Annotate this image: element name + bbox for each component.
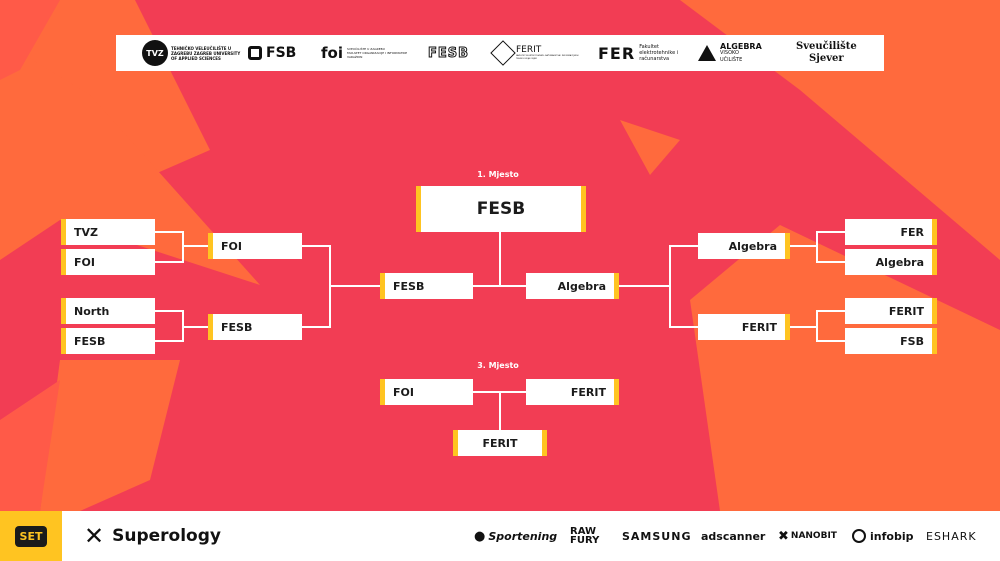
nanobit-logo: ✖ NANOBIT <box>778 511 837 561</box>
left-sf-team-1[interactable]: FOI <box>208 233 302 259</box>
ferit-subtitle: FAKULTET ELEKTROTEHNIKE, RAČUNARSTVA I I… <box>516 55 579 60</box>
fer-logo-mark: FER <box>598 43 636 63</box>
third-place-team-left[interactable]: FOI <box>380 379 473 405</box>
algebra-line-1: VISOKO <box>720 49 739 56</box>
algebra-line-2: UČILIŠTE <box>720 56 743 63</box>
fsb-logo-text: FSB <box>266 45 297 61</box>
foi-line-1: SVEUČILIŠTE U ZAGREBU <box>346 47 385 51</box>
left-qf-team-4[interactable]: FESB <box>61 328 155 354</box>
left-sf-team-2[interactable]: FESB <box>208 314 302 340</box>
fsb-logo: FSB <box>248 35 296 71</box>
right-qf-team-2[interactable]: Algebra <box>845 249 937 275</box>
third-place-label: 3. Mjesto <box>477 361 519 370</box>
sportening-icon: ● <box>474 528 486 544</box>
right-finalist[interactable]: Algebra <box>526 273 619 299</box>
sportening-logo: ● Sportening <box>474 511 557 561</box>
fesb-logo-text: FESB <box>427 45 470 61</box>
superology-icon: ✕ <box>84 522 105 550</box>
infobip-logo: infobip <box>852 511 913 561</box>
first-place-label: 1. Mjesto <box>477 170 519 179</box>
sjever-line-1: Sveučilište <box>796 41 857 52</box>
left-qf-team-3[interactable]: North <box>61 298 155 324</box>
set-logo: SET <box>0 511 62 561</box>
third-place-winner[interactable]: FERIT <box>453 430 547 456</box>
foi-logo-text: foi <box>321 44 343 62</box>
superology-text: Superology <box>112 526 221 546</box>
foi-line-3: VARAŽDIN <box>346 55 363 59</box>
raw-fury-logo: RAW FURY <box>570 526 600 546</box>
tvz-line-3: OF APPLIED SCIENCES <box>171 55 221 61</box>
nanobit-text: NANOBIT <box>790 531 837 541</box>
left-qf-team-2[interactable]: FOI <box>61 249 155 275</box>
infobip-icon <box>852 529 866 543</box>
right-sf-team-2[interactable]: FERIT <box>698 314 790 340</box>
set-badge: SET <box>14 525 48 547</box>
sponsor-footer: SET ✕ Superology ● Sportening RAW FURY S… <box>0 511 1000 561</box>
superology-logo: ✕ Superology <box>84 511 221 561</box>
tvz-logo: TVZ TEHNIČKO VELEUČILIŠTE U ZAGREBU ZAGR… <box>142 35 240 71</box>
tvz-badge: TVZ <box>142 40 168 66</box>
left-finalist[interactable]: FESB <box>380 273 473 299</box>
algebra-logo-text: ALGEBRA <box>720 41 762 51</box>
champion-card: FESB <box>416 186 586 232</box>
tvz-line-2: ZAGREBU ZAGREB UNIVERSITY <box>171 50 241 56</box>
sportening-text: Sportening <box>488 529 558 543</box>
fesb-logo: FESB <box>427 35 470 71</box>
foi-logo: foi SVEUČILIŠTE U ZAGREBU FAKULTET ORGAN… <box>321 35 407 71</box>
infobip-text: infobip <box>870 529 914 543</box>
eshark-logo: ESHARK <box>926 529 977 543</box>
left-qf-team-1[interactable]: TVZ <box>61 219 155 245</box>
fsb-emblem-icon <box>248 46 262 60</box>
right-qf-team-4[interactable]: FSB <box>845 328 937 354</box>
foi-line-2: FAKULTET ORGANIZACIJE I INFORMATIKE <box>346 51 408 55</box>
fer-line-1: Fakultet <box>639 44 659 50</box>
ferit-logo: FERIT FAKULTET ELEKTROTEHNIKE, RAČUNARST… <box>490 35 586 71</box>
right-qf-team-3[interactable]: FERIT <box>845 298 937 324</box>
algebra-emblem-icon <box>698 45 716 61</box>
right-qf-team-1[interactable]: FER <box>845 219 937 245</box>
partner-logo-bar: TVZ TEHNIČKO VELEUČILIŠTE U ZAGREBU ZAGR… <box>116 35 884 71</box>
third-place-team-right[interactable]: FERIT <box>526 379 619 405</box>
samsung-logo: SAMSUNG <box>622 529 692 543</box>
algebra-logo: ALGEBRA VISOKO UČILIŠTE <box>698 35 762 71</box>
right-sf-team-1[interactable]: Algebra <box>698 233 790 259</box>
ferit-logo-text: FERIT <box>516 45 542 55</box>
sjever-logo: Sveučilište Sjever <box>796 35 857 71</box>
adscanner-logo: adscanner <box>701 529 766 543</box>
nanobit-icon: ✖ <box>778 528 789 544</box>
fer-line-2: elektrotehnike i <box>639 50 679 56</box>
sjever-line-2: Sjever <box>809 53 844 64</box>
fer-line-3: računarstva <box>639 56 670 62</box>
tvz-line-1: TEHNIČKO VELEUČILIŠTE U <box>171 45 232 51</box>
fer-logo: FER Fakultet elektrotehnike i računarstv… <box>598 35 678 71</box>
